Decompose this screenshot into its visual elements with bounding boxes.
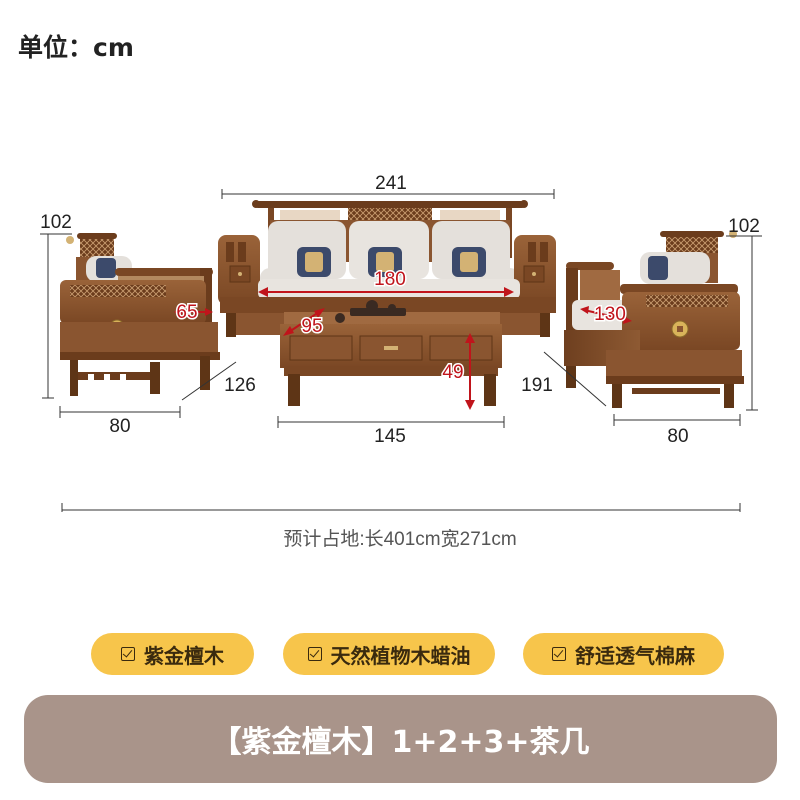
checkbox-icon — [552, 647, 566, 661]
dimension-lines — [40, 189, 762, 512]
dim-double-seat: 130 — [594, 304, 626, 325]
red-dimension-lines — [174, 287, 632, 410]
product-banner: 【紫金檀木】1+2+3+茶几 — [24, 695, 777, 783]
dim-chair-height: 102 — [40, 212, 72, 233]
dim-double-width: 80 — [667, 426, 688, 447]
single-chair — [60, 233, 220, 396]
checkbox-icon — [121, 647, 135, 661]
dim-table-length: 145 — [374, 426, 406, 447]
dim-sofa-seat: 180 — [374, 269, 406, 290]
banner-title: 【紫金檀木】1+2+3+茶几 — [211, 725, 590, 760]
dim-sofa-diag: 191 — [521, 375, 553, 396]
footprint-text: 预计占地:长401cm宽271cm — [283, 529, 517, 550]
double-sofa — [564, 230, 744, 408]
dim-table-height: 49 — [442, 362, 463, 383]
dim-sofa-width: 241 — [375, 173, 407, 194]
unit-label: 单位：cm — [18, 33, 134, 62]
dim-chair-diag: 126 — [224, 375, 256, 396]
furniture-diagram: 241 102 80 126 145 191 80 102 180 65 95 … — [40, 173, 762, 512]
checkbox-icon — [307, 647, 322, 661]
dim-table-depth: 95 — [301, 316, 322, 337]
dim-double-height: 102 — [728, 216, 760, 237]
tag-label: 天然植物木蜡油 — [330, 643, 471, 668]
tag-material: 紫金檀木 — [91, 633, 254, 675]
tag-fabric: 舒适透气棉麻 — [523, 633, 724, 675]
tag-label: 舒适透气棉麻 — [575, 643, 695, 668]
tag-label: 紫金檀木 — [144, 643, 224, 668]
dim-chair-width: 80 — [109, 416, 130, 437]
tag-wax-oil: 天然植物木蜡油 — [283, 633, 495, 675]
coffee-table — [280, 300, 502, 406]
dim-chair-arm: 65 — [176, 302, 197, 323]
